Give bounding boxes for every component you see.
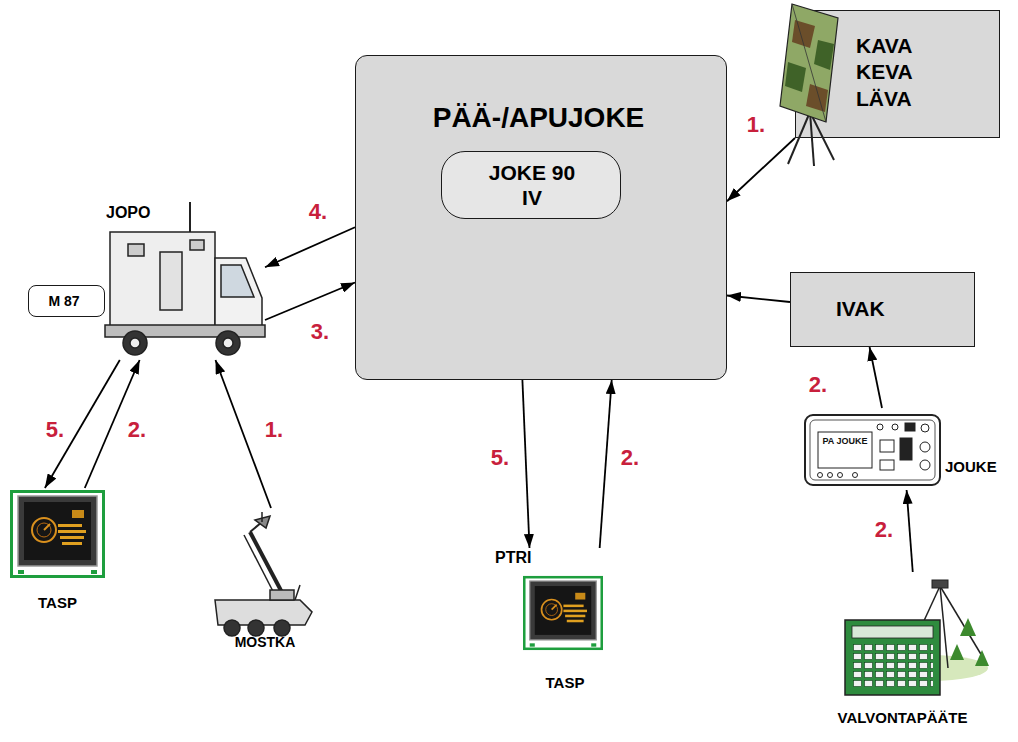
callout-number: 1.	[263, 418, 285, 442]
callout-number: 2.	[807, 373, 829, 397]
vehicle-node: MOSTKA	[205, 508, 325, 656]
monitor-icon	[12, 492, 104, 577]
connector-arrow	[265, 227, 355, 267]
text-holder: JOPO	[106, 203, 186, 222]
text-holder: VALVONTAPÄÄTE	[800, 709, 1005, 727]
terminal-node: VALVONTAPÄÄTE	[800, 572, 1005, 732]
text-holder: JOUKE	[945, 458, 1005, 476]
truck-drawing	[105, 202, 265, 355]
text-holder: TASP	[5, 594, 110, 612]
connector-arrow	[522, 380, 529, 548]
node-label: M 87	[29, 293, 99, 310]
terminal-node: PTRI TASP	[495, 548, 610, 696]
node-label: PÄÄ-/APUJOKE	[356, 101, 721, 135]
vehicle-node: JOPO	[100, 200, 265, 360]
callout-number: 5.	[489, 446, 511, 470]
device-label: PA JOUKE	[821, 436, 869, 446]
node-label: PTRI	[495, 548, 555, 567]
node-label: VALVONTAPÄÄTE	[800, 709, 1005, 727]
text-holder: M 87	[29, 293, 99, 310]
text-holder: JOKE 90 IV	[482, 160, 582, 210]
callout-number: 3.	[309, 320, 331, 344]
terminal-node: TASP	[5, 488, 110, 616]
text-holder: PTRI	[495, 548, 555, 567]
connector-arrow	[727, 296, 790, 303]
callout-number: 2.	[619, 446, 641, 470]
text-holder: PÄÄ-/APUJOKE	[356, 101, 721, 135]
callout-number: 5.	[44, 418, 66, 442]
node-label: JOUKE	[945, 458, 1005, 476]
terminal-drawing	[845, 580, 989, 695]
node-label: IVAK	[836, 296, 956, 321]
text-holder: TASP	[520, 674, 610, 692]
device-node: JOUKE	[800, 408, 1005, 490]
connector-arrow	[265, 283, 355, 321]
tag-box: M 87	[28, 285, 105, 317]
node-label: TASP	[520, 674, 610, 692]
callout-number: 2.	[873, 518, 895, 542]
connector-arrow	[870, 347, 882, 408]
callout-number: 1.	[745, 113, 767, 137]
node-label: JOKE 90 IV	[482, 160, 582, 210]
monitor-icon	[524, 577, 601, 649]
text-holder: KAVA KEVA LÄVA	[856, 33, 932, 112]
unit-box: IVAK	[790, 272, 975, 347]
connector-arrow	[907, 490, 913, 572]
callout-number: 2.	[126, 418, 148, 442]
node-label: TASP	[5, 594, 110, 612]
node-label: MOSTKA	[205, 634, 325, 651]
node-label: JOPO	[106, 203, 186, 222]
unit-box: JOKE 90 IV	[441, 151, 621, 219]
system-box: PÄÄ-/APUJOKE JOKE 90 IV	[355, 55, 727, 380]
text-holder: MOSTKA	[205, 634, 325, 651]
text-holder: IVAK	[836, 296, 956, 321]
connector-arrow	[727, 138, 795, 201]
node-label: KAVA KEVA LÄVA	[856, 33, 932, 112]
radio-device-drawing	[805, 415, 940, 485]
radar-box: KAVA KEVA LÄVA	[795, 10, 1000, 138]
callout-number: 4.	[307, 200, 329, 224]
connector-arrow	[600, 380, 612, 548]
mast-vehicle-drawing	[215, 512, 312, 636]
